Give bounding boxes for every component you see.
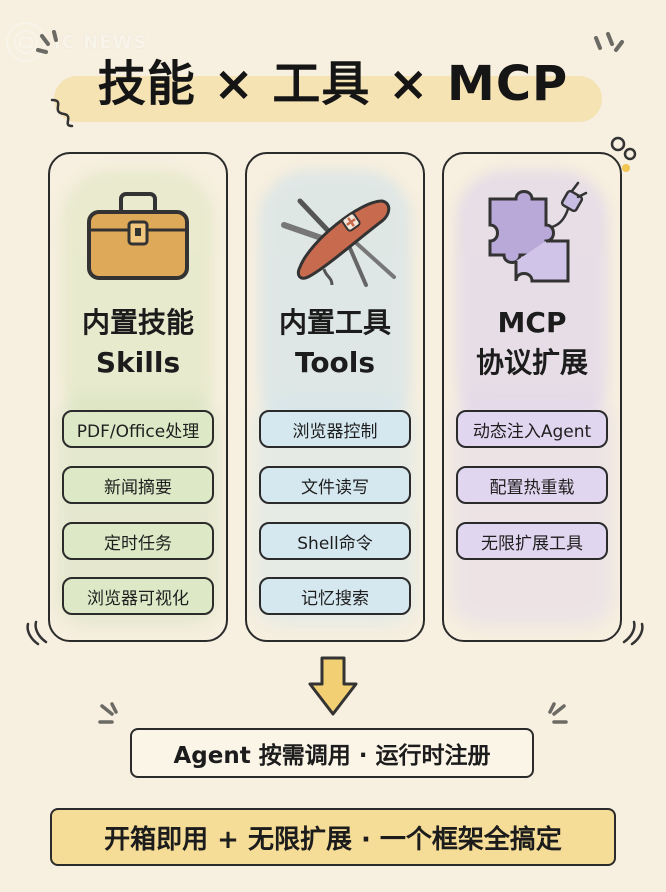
skill-item: 浏览器可视化 bbox=[62, 577, 214, 615]
summary-banner: 开箱即用 + 无限扩展 · 一个框架全搞定 bbox=[50, 808, 616, 866]
puzzle-plug-icon bbox=[444, 176, 620, 296]
tools-card: 内置工具 Tools 浏览器控制 文件读写 Shell命令 记忆搜索 bbox=[245, 152, 425, 642]
watermark-text: IC NEWS bbox=[54, 31, 148, 53]
toolbox-icon bbox=[50, 176, 226, 296]
tool-item: 浏览器控制 bbox=[259, 410, 411, 448]
banner-spark-right-icon bbox=[548, 702, 568, 724]
swiss-knife-icon bbox=[247, 176, 423, 296]
down-arrow-icon bbox=[308, 656, 358, 716]
title-highlight bbox=[54, 76, 602, 122]
skills-card: 内置技能 Skills PDF/Office处理 新闻摘要 定时任务 浏览器可视… bbox=[48, 152, 228, 642]
mcp-item: 无限扩展工具 bbox=[456, 522, 608, 560]
loops-icon bbox=[610, 136, 637, 172]
spark-right-icon bbox=[594, 32, 624, 52]
squiggle-icon bbox=[50, 98, 74, 128]
skills-title-line1: 内置技能 bbox=[81, 306, 194, 339]
skill-item: PDF/Office处理 bbox=[62, 410, 214, 448]
runtime-banner: Agent 按需调用 · 运行时注册 bbox=[130, 728, 534, 778]
tool-item: Shell命令 bbox=[259, 522, 411, 560]
mcp-item: 配置热重载 bbox=[456, 466, 608, 504]
skills-title-line2: Skills bbox=[95, 346, 181, 379]
tool-item: 记忆搜索 bbox=[259, 577, 411, 615]
motion-lines-left-icon bbox=[26, 620, 48, 646]
page-title: 技能 × 工具 × MCP bbox=[97, 56, 569, 112]
skill-item: 新闻摘要 bbox=[62, 466, 214, 504]
tool-item: 文件读写 bbox=[259, 466, 411, 504]
tools-title-line1: 内置工具 bbox=[278, 306, 391, 339]
mcp-card: MCP 协议扩展 动态注入Agent 配置热重载 无限扩展工具 bbox=[442, 152, 622, 642]
tools-title-line2: Tools bbox=[294, 346, 376, 379]
mcp-title-line2: 协议扩展 bbox=[475, 346, 588, 379]
spark-left-icon bbox=[36, 30, 58, 54]
mcp-item: 动态注入Agent bbox=[456, 410, 608, 448]
mcp-title-line1: MCP bbox=[497, 306, 567, 339]
motion-lines-right-icon bbox=[622, 620, 644, 646]
skill-item: 定时任务 bbox=[62, 522, 214, 560]
banner-spark-left-icon bbox=[98, 702, 118, 724]
